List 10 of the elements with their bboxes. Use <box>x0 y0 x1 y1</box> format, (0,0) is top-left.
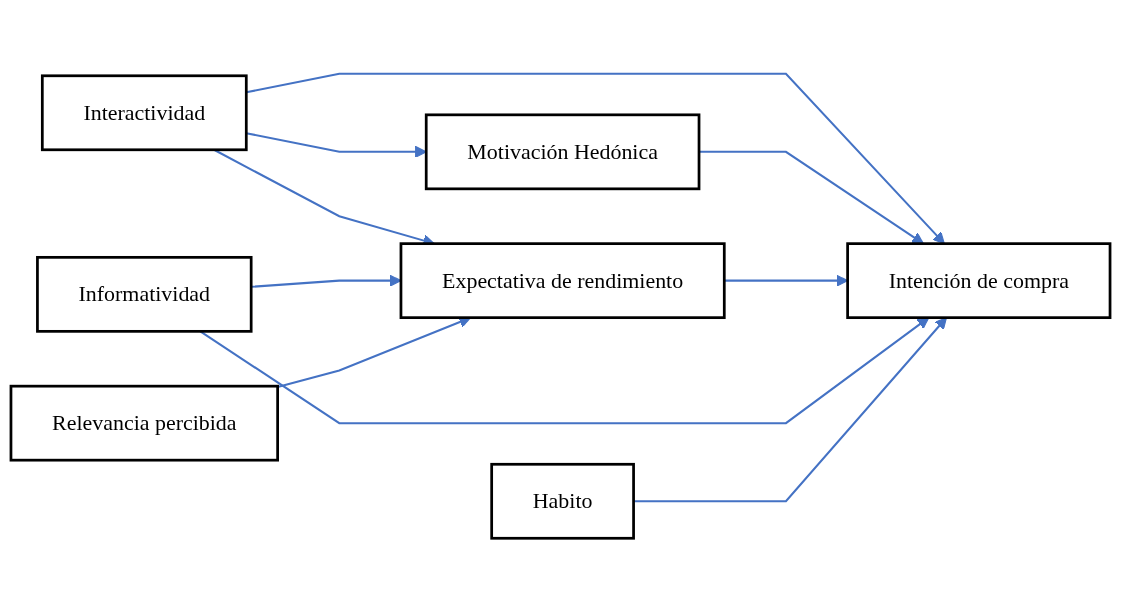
node-box: Informatividad <box>36 256 253 333</box>
arrow <box>633 317 948 503</box>
node-box: Motivación Hedónica <box>424 113 701 191</box>
node-box: Intención de compra <box>846 242 1112 319</box>
arrow <box>199 317 930 425</box>
node-box: Habito <box>490 462 635 540</box>
node-box: Interactividad <box>40 74 248 152</box>
node-box: Relevancia percibida <box>9 384 279 462</box>
node-box: Expectativa de rendimiento <box>399 242 726 319</box>
arrow <box>246 132 427 158</box>
